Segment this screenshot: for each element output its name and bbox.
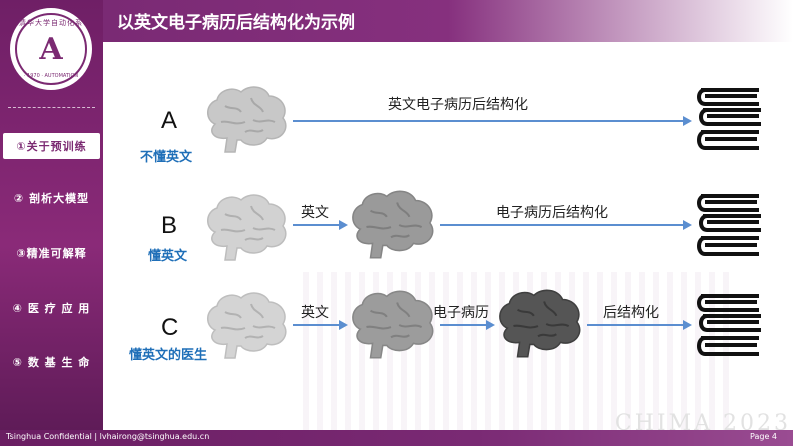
logo-emblem: 清华大学自动化系 A · 1970 · AUTOMATION: [15, 13, 87, 85]
row-c-caption: 懂英文的医生: [129, 348, 208, 363]
page-title: 以英文电子病历后结构化为示例: [117, 13, 355, 33]
main-content: CHIMA 2023 A 不懂英文 英文电子病历后结构化 B 懂英文 英文 电子…: [103, 42, 793, 436]
sidebar-item-large-model[interactable]: ② 剖析大模型: [13, 192, 90, 205]
arrow-c3: [587, 324, 683, 326]
arrow-a: [293, 120, 683, 122]
sidebar-item-interpretable[interactable]: ③精准可解释: [16, 247, 87, 260]
brain-icon: [352, 190, 434, 259]
books-icon: [697, 194, 761, 256]
arrow-a-head: [683, 116, 692, 126]
footer-bar: Tsinghua Confidential | lvhairong@tsingh…: [0, 430, 793, 446]
brain-icon: [352, 290, 434, 359]
header-bar: 以英文电子病历后结构化为示例: [103, 0, 793, 42]
brain-icon: [499, 289, 581, 358]
sidebar-divider: [8, 107, 95, 108]
sidebar: 清华大学自动化系 A · 1970 · AUTOMATION ①关于预训练 ② …: [0, 0, 103, 446]
row-a-letter: A: [161, 107, 178, 134]
logo-ring-text: 清华大学自动化系: [19, 19, 83, 27]
row-c-letter: C: [161, 314, 179, 341]
brain-icon: [207, 86, 287, 153]
sidebar-item-life[interactable]: ⑤ 数 基 生 命: [12, 356, 91, 369]
sidebar-item-medical[interactable]: ④ 医 疗 应 用: [12, 302, 91, 315]
arrow-c1: [293, 324, 339, 326]
row-b-caption: 懂英文: [148, 249, 188, 264]
logo-letter: A: [39, 31, 63, 67]
page-number: Page 4: [750, 432, 777, 441]
books-icon: [697, 88, 761, 150]
arrow-c1-head: [339, 320, 348, 330]
footer-confidential: Tsinghua Confidential | lvhairong@tsingh…: [6, 432, 210, 441]
arrow-b2-head: [683, 220, 692, 230]
arrow-b2-label: 电子病历后结构化: [496, 205, 608, 221]
arrow-c2-label: 电子病历: [433, 305, 489, 321]
arrow-c2-head: [486, 320, 495, 330]
books-icon: [697, 294, 761, 356]
sidebar-item-pretraining[interactable]: ①关于预训练: [3, 133, 100, 159]
arrow-b1-head: [339, 220, 348, 230]
arrow-c2: [440, 324, 486, 326]
arrow-b1-label: 英文: [301, 205, 329, 221]
brain-icon: [207, 292, 287, 359]
arrow-b2: [440, 224, 683, 226]
arrow-c1-label: 英文: [301, 305, 329, 321]
arrow-c3-head: [683, 320, 692, 330]
university-logo: 清华大学自动化系 A · 1970 · AUTOMATION: [10, 8, 92, 90]
arrow-b1: [293, 224, 339, 226]
row-a-caption: 不懂英文: [140, 150, 193, 165]
brain-icon: [207, 194, 287, 261]
arrow-c3-label: 后结构化: [603, 305, 659, 321]
arrow-a-label: 英文电子病历后结构化: [388, 97, 528, 113]
logo-ring-text-bottom: · 1970 · AUTOMATION: [23, 73, 79, 79]
row-b-letter: B: [161, 212, 178, 239]
